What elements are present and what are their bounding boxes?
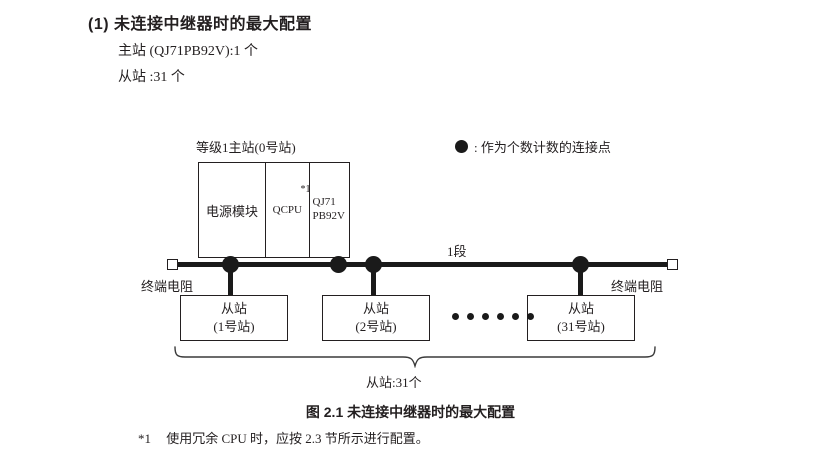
- ellipsis-dot: [497, 313, 504, 320]
- ellipsis-dot: [512, 313, 519, 320]
- profibus-module-line1: QJ71: [312, 196, 336, 209]
- connection-node-slave31: [572, 256, 589, 273]
- terminator-left-label: 终端电阻: [141, 279, 194, 294]
- slave-station-1-line1: 从站: [220, 301, 247, 317]
- slave-station-box-1: 从站 (1号站): [180, 295, 288, 341]
- segment-label: 1段: [447, 244, 467, 259]
- cpu-footnote-marker: *1: [300, 184, 311, 195]
- slave-station-1-line2: (1号站): [213, 319, 255, 334]
- ellipsis-dots: [452, 313, 534, 320]
- spec-line-slave: 从站 :31 个: [118, 70, 185, 85]
- drop-cable-slave1: [228, 267, 233, 295]
- ellipsis-dot: [482, 313, 489, 320]
- bus-trunk-line: [174, 262, 672, 267]
- legend: : 作为个数计数的连接点: [455, 137, 611, 156]
- cpu-module-label: QCPU: [272, 204, 302, 216]
- slave-range-brace: [172, 346, 658, 373]
- slave-station-31-line1: 从站: [567, 301, 594, 317]
- drop-cable-slave31: [578, 267, 583, 295]
- dot-filled-icon: [455, 140, 468, 153]
- ellipsis-dot: [527, 313, 534, 320]
- slave-station-box-2: 从站 (2号站): [322, 295, 430, 341]
- profibus-module: QJ71 PB92V: [310, 163, 350, 257]
- connection-node-slave2: [365, 256, 382, 273]
- figure-caption: 图 2.1 未连接中继器时的最大配置: [305, 404, 516, 420]
- spec-line-master: 主站 (QJ71PB92V):1 个: [118, 44, 259, 59]
- slave-station-31-line2: (31号站): [557, 319, 605, 334]
- terminator-left-icon: [167, 259, 178, 270]
- legend-text: : 作为个数计数的连接点: [474, 140, 611, 155]
- master-station-rack: 电源模块 QCPU *1 QJ71 PB92V: [198, 162, 350, 258]
- ellipsis-dot: [467, 313, 474, 320]
- cpu-module: QCPU *1: [266, 163, 311, 257]
- slave-total-label: 从站:31个: [366, 375, 422, 390]
- terminator-right-label: 终端电阻: [611, 279, 664, 294]
- power-supply-module-label: 电源模块: [206, 203, 259, 219]
- drop-cable-slave2: [371, 267, 376, 295]
- power-supply-module: 电源模块: [199, 163, 267, 257]
- slave-station-box-31: 从站 (31号站): [527, 295, 635, 341]
- profibus-module-line2: PB92V: [312, 210, 345, 222]
- terminator-right-icon: [667, 259, 678, 270]
- profibus-module-label: QJ71 PB92V: [313, 196, 345, 224]
- slave-station-2-line2: (2号站): [355, 319, 397, 334]
- master-station-label: 等级1主站(0号站): [196, 140, 296, 155]
- footnote: *1 使用冗余 CPU 时，应按 2.3 节所示进行配置。: [138, 428, 429, 447]
- section-title: (1) 未连接中继器时的最大配置: [88, 16, 313, 33]
- slave-station-2-line1: 从站: [362, 301, 389, 317]
- footnote-marker: *1: [138, 431, 151, 446]
- connection-node-master: [330, 256, 347, 273]
- ellipsis-dot: [452, 313, 459, 320]
- footnote-text: 使用冗余 CPU 时，应按 2.3 节所示进行配置。: [166, 431, 429, 446]
- connection-node-slave1: [222, 256, 239, 273]
